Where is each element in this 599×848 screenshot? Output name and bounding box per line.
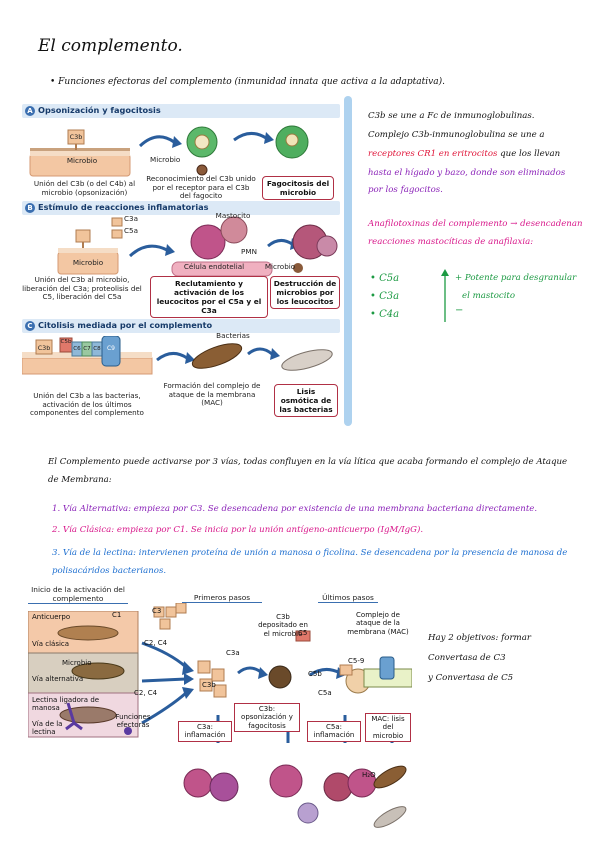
fig2-ultimos: Últimos pasos	[318, 593, 378, 603]
section-letter: B	[25, 203, 35, 213]
fig2-initiation-panel	[28, 611, 139, 738]
section-letter: A	[25, 106, 35, 116]
note2-line1: Hay 2 objetivos: formar	[428, 633, 531, 643]
fig2-c3b: C3b	[202, 681, 216, 689]
note2-line3: y Convertasa de C5	[428, 673, 514, 683]
fig2-microbio: Microbio	[62, 659, 92, 667]
fig2-inicio: Inicio de la activación del complemento	[28, 585, 128, 604]
b-mastocito: Mastocito	[215, 211, 251, 220]
fig2-f1: C3a: inflamación	[178, 721, 232, 742]
b-microbio: Microbio	[264, 262, 296, 271]
fig2-funciones: Funciones efectoras	[115, 713, 151, 730]
c-c8: C8	[93, 346, 101, 352]
a-microbio-label: Microbio	[66, 156, 98, 165]
fig2-primeros: Primeros pasos	[182, 593, 262, 603]
fig2-c5: C5	[298, 629, 308, 637]
fig2-mac-title: Complejo de ataque de la membrana (MAC)	[347, 611, 409, 636]
section-c-bar	[22, 319, 340, 333]
fig2-c5a: C5a	[318, 689, 332, 697]
b-c3a: C3a	[124, 214, 138, 223]
fig2-f4: MAC: lisis del microbio	[365, 713, 411, 743]
b-caption-1: Unión del C3b al microbio, liberación de…	[22, 275, 142, 302]
section-title-text: Opsonización y fagocitosis	[38, 105, 161, 115]
b-c5a: C5a	[124, 226, 138, 235]
divider-bar	[344, 96, 352, 426]
figure-2: Inicio de la activación del complemento …	[22, 583, 412, 843]
fig2-c5b: C5b	[308, 670, 322, 678]
section-title-text: Citolisis mediada por el complemento	[38, 320, 213, 330]
c-c3b: C3b	[37, 344, 51, 352]
c-c5b: C5b	[60, 339, 72, 345]
via-lectina: 3. Vía de la lectina: intervienen proteí…	[52, 548, 568, 576]
c-c7: C7	[83, 346, 91, 352]
fig2-lectina: Lectina ligadora de manosa	[32, 696, 100, 713]
a-microbio-2: Microbio	[150, 155, 181, 164]
fig2-via-alternativa: Vía alternativa	[32, 675, 84, 683]
section-b-bar	[22, 201, 340, 215]
note2-line2: Convertasa de C3	[428, 653, 506, 663]
section-c-graphic	[22, 336, 333, 375]
note-anafilotoxinas: Anafilotoxinas del complemento → desenca…	[368, 219, 583, 247]
fig2-f3: C5a: inflamación	[307, 721, 361, 742]
b-result-box-1: Reclutamiento y activación de los leucoc…	[150, 276, 268, 318]
fig2-c1: C1	[112, 611, 122, 619]
fig2-f2: C3b: opsonización y fagocitosis	[234, 703, 300, 733]
fig2-h2o: H₂O	[362, 771, 376, 779]
note-c3b-line2: Complejo C3b-inmunoglobulina se une a	[368, 130, 545, 140]
intro-line: • Funciones efectoras del complemento (i…	[50, 77, 445, 87]
note-c3b-line4: hasta el hígado y bazo, donde son elimin…	[368, 168, 566, 178]
c-result-box: Lisis osmótica de las bacterias	[274, 384, 338, 417]
note-c3b-line1: C3b se une a Fc de inmunoglobulinas.	[368, 111, 535, 121]
b-microbio-2: Microbio	[72, 258, 104, 267]
b-celula: Célula endotelial	[183, 262, 245, 271]
fig2-anticuerpo: Anticuerpo	[32, 613, 71, 621]
c-c9: C9	[106, 345, 115, 352]
section-b-graphic	[57, 216, 338, 277]
fig2-c2c4-1: C2, C4	[144, 639, 168, 647]
a-caption-1: Unión del C3b (o del C4b) al microbio (o…	[33, 179, 136, 197]
fig2-c3a: C3a	[226, 649, 240, 657]
fig2-via-clasica: Vía clásica	[32, 640, 70, 648]
note-anafi-list: • C5a • C3a • C4a	[370, 270, 399, 324]
note-potente-1: + Potente para desgranular	[455, 273, 577, 283]
note-c3a: • C3a	[370, 291, 400, 302]
c-bacterias: Bacterias	[216, 331, 250, 340]
b-result-box-2: Destrucción de microbios por los leucoci…	[270, 276, 340, 309]
b-pmn: PMN	[241, 247, 257, 256]
note-que-los-llevan: que los llevan	[500, 149, 561, 159]
section-title-text: Estímulo de reacciones inflamatorias	[38, 202, 209, 212]
c-c6: C6	[73, 346, 81, 352]
note-c3b-line3: receptores CR1 en eritrocitos que los ll…	[368, 148, 588, 160]
a-result-box: Fagocitosis del microbio	[262, 176, 334, 200]
a-c3b-label: C3b	[69, 133, 83, 141]
c-caption-1: Unión del C3b a las bacterias, activació…	[30, 391, 144, 418]
note-c5a: • C5a	[370, 273, 400, 284]
note-minus: −	[455, 305, 464, 316]
note-c4a: • C4a	[370, 309, 400, 320]
section-letter: C	[25, 321, 35, 331]
note-potente-2: el mastocito	[462, 291, 516, 301]
section-a-graphic	[29, 125, 309, 177]
potency-arrow	[441, 269, 449, 322]
note-c3b-line5: por los fagocitos.	[368, 185, 443, 195]
via-alternativa: 1. Vía Alternativa: empieza por C3. Se d…	[52, 504, 538, 514]
via-clasica: 2. Vía Clásica: empieza por C1. Se inici…	[52, 525, 424, 535]
page-title: El complemento.	[38, 36, 183, 56]
fig2-c3b-dep: C3b depositado en el microbio	[258, 613, 308, 638]
fig2-via-lectina: Vía de la lectina	[32, 720, 63, 737]
a-caption-2: Reconocimiento del C3b unido por el rece…	[146, 174, 256, 201]
fig2-c2c4-2: C2, C4	[134, 689, 158, 697]
fig2-pathway-graphic	[141, 603, 412, 828]
fig2-c59: C5-9	[348, 657, 365, 665]
fig2-c3: C3	[152, 607, 162, 615]
paragraph-vias: El Complemento puede activarse por 3 vía…	[48, 457, 568, 485]
section-a-bar	[22, 104, 340, 118]
note-receptores: receptores CR1 en eritrocitos	[368, 149, 498, 159]
c-caption-2: Formación del complejo de ataque de la m…	[163, 381, 261, 408]
